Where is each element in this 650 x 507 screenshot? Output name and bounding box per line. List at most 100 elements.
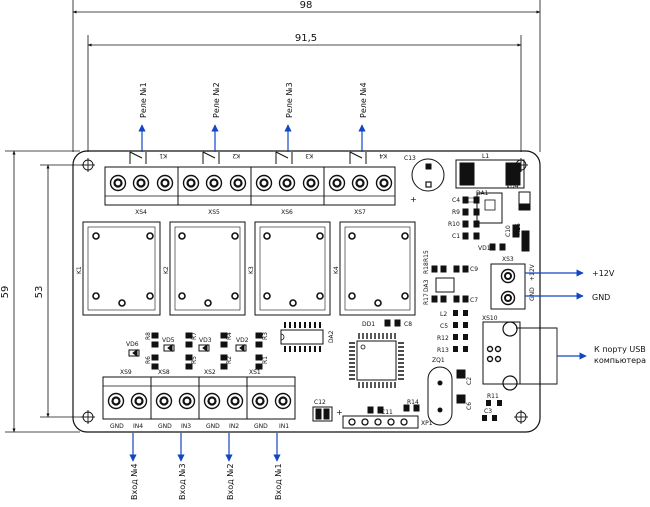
pin-label-xs2-in2: IN2 <box>229 423 239 430</box>
connector-label-xs9: XS9 <box>120 369 132 376</box>
connector-label-xs7: XS7 <box>354 209 366 216</box>
label-xp1: XP1 <box>421 420 433 427</box>
relay-body-label-4: K4 <box>333 266 340 274</box>
ic-da2 <box>280 322 324 352</box>
label-r13: R13 <box>437 347 449 354</box>
label-c4: C4 <box>452 197 460 204</box>
label-da3: DA3 <box>423 279 430 292</box>
input-label-4: Вход №4 <box>130 463 139 500</box>
label-c9: C9 <box>470 266 478 273</box>
label-r1: R1 <box>262 356 269 364</box>
label-c5: C5 <box>440 323 448 330</box>
label-c12: C12 <box>314 399 326 406</box>
c13-plus-sign: + <box>410 195 417 204</box>
label-r6: R6 <box>145 356 152 364</box>
relay-body-label-1: K1 <box>76 266 83 274</box>
label-xs3: XS3 <box>502 256 514 263</box>
smd-parts-right <box>462 196 530 252</box>
label-xs10: XS10 <box>482 315 498 322</box>
pin-label-xs1-in1: IN1 <box>279 423 289 430</box>
connector-label-xs2: XS2 <box>204 369 216 376</box>
relay-top-label-4: K4 <box>379 152 387 159</box>
relay-contact-symbols <box>129 151 367 164</box>
relay-top-label-2: K2 <box>232 152 240 159</box>
label-r7: R7 <box>191 332 198 340</box>
label-vd4: VD4 <box>506 183 519 190</box>
programming-header-xp1 <box>312 404 420 429</box>
label-r17: R17 <box>423 293 430 305</box>
input-label-1: Вход №1 <box>274 463 283 500</box>
pin-label-xs9-in4: IN4 <box>133 423 143 430</box>
label-c6: C6 <box>466 402 473 410</box>
signal-gnd: GND <box>592 293 610 302</box>
connector-label-xs6: XS6 <box>281 209 293 216</box>
label-r14: R14 <box>407 399 419 406</box>
c12-plus-sign: + <box>336 408 343 417</box>
mounting-holes <box>81 158 528 424</box>
da3-area <box>431 265 469 303</box>
power-connector-xs3 <box>490 263 526 310</box>
dim-overall-width: 98 <box>300 0 313 11</box>
pin-label-xs1-gnd: GND <box>254 423 268 430</box>
label-l1: L1 <box>482 153 489 160</box>
label-c1: C1 <box>452 233 460 240</box>
label-r3: R3 <box>262 332 269 340</box>
power-arrows <box>525 269 584 300</box>
label-r11: R11 <box>487 393 499 400</box>
label-r2: R2 <box>226 356 233 364</box>
label-c3: C3 <box>484 408 492 415</box>
relay-output-arrows <box>138 124 366 152</box>
input-terminal-blocks <box>102 376 296 420</box>
signal-plus12v: +12V <box>592 269 615 278</box>
smd-r11-c3 <box>482 400 502 421</box>
label-r16: R16 <box>515 223 522 235</box>
input-label-2: Вход №2 <box>226 463 235 500</box>
label-r4: R4 <box>226 332 233 340</box>
board-outline <box>72 150 541 433</box>
relay-screw-terminals <box>109 174 393 192</box>
label-r10: R10 <box>448 221 460 228</box>
dim-overall-height: 59 <box>0 286 11 299</box>
signal-usb-line1: К порту USB <box>594 345 646 354</box>
label-r8: R8 <box>145 332 152 340</box>
dim-hole-spacing-y: 53 <box>34 286 45 299</box>
connector-label-xs1: XS1 <box>249 369 261 376</box>
input-arrows <box>129 433 281 462</box>
relay-bodies <box>82 221 416 316</box>
label-r18: R18 <box>423 262 430 274</box>
dimension-lines <box>5 0 541 433</box>
relay-terminal-blocks <box>104 166 396 206</box>
connector-label-xs8: XS8 <box>158 369 170 376</box>
c4-body <box>465 197 477 203</box>
label-c2: C2 <box>466 377 473 385</box>
pin-label-xs2-gnd: GND <box>206 423 220 430</box>
input-label-3: Вход №3 <box>178 463 187 500</box>
label-r12: R12 <box>437 335 449 342</box>
ic-dd1 <box>349 319 404 388</box>
label-vd6: VD6 <box>126 341 139 348</box>
label-vd2: VD2 <box>236 337 249 344</box>
pin-label-xs9-gnd: GND <box>110 423 124 430</box>
label-vd5: VD5 <box>162 337 175 344</box>
relay-output-label-2: Реле №2 <box>212 82 221 118</box>
label-da2: DA2 <box>328 330 335 343</box>
relay-body-label-3: K3 <box>248 266 255 274</box>
label-r15: R15 <box>423 250 430 262</box>
label-c7: C7 <box>470 297 478 304</box>
usb-connector-xs10 <box>482 321 558 391</box>
label-l2: L2 <box>440 311 447 318</box>
pin-label-xs8-gnd: GND <box>158 423 172 430</box>
relay-output-label-1: Реле №1 <box>139 82 148 118</box>
relay-top-label-3: K3 <box>305 152 313 159</box>
xs3-plus12-pin: +12V <box>529 263 536 281</box>
connector-label-xs4: XS4 <box>135 209 147 216</box>
relay-output-label-4: Реле №4 <box>359 82 368 118</box>
label-r5: R5 <box>191 356 198 364</box>
input-diodes-resistors <box>128 332 263 370</box>
label-da1: DA1 <box>476 190 489 197</box>
crystal-zq1 <box>427 366 466 426</box>
smd-column-l2 <box>453 310 468 352</box>
signal-usb-line2: компьютера <box>594 356 646 365</box>
